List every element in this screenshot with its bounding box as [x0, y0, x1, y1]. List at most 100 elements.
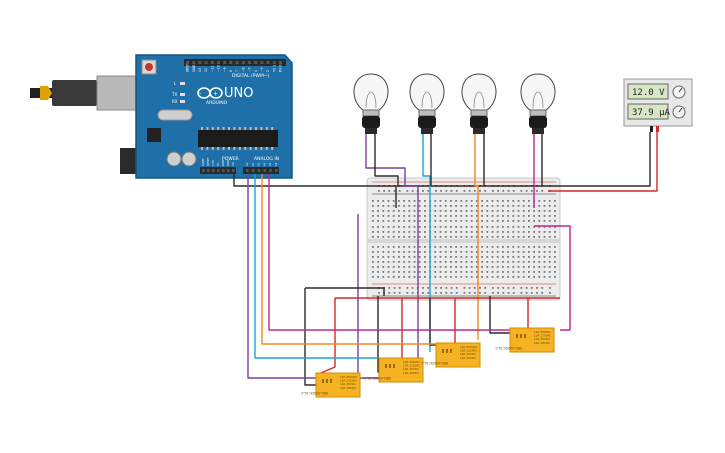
- power-label: POWER: [222, 156, 239, 162]
- digital-header-pins: [186, 61, 282, 64]
- digital-pin-label: 13: [198, 68, 202, 72]
- breadboard-holes: [372, 185, 556, 294]
- relay-rating-text: 10A 125VAC: [460, 349, 477, 353]
- status-leds: L TX RX: [171, 81, 185, 104]
- wire-black-bb-to-psu: [367, 132, 651, 187]
- atmega-chip: [198, 130, 278, 147]
- analog-label: ANALOG IN: [254, 156, 279, 162]
- capacitor-1: [166, 151, 182, 167]
- digital-pin-label: ~9: [223, 67, 227, 72]
- relay-rating-text: 10A 250VAC: [460, 345, 477, 349]
- breadboard-center-channel: [367, 239, 560, 243]
- power-pin-label: GND: [221, 160, 225, 166]
- relay-rating-text: 10A 125VAC: [340, 379, 357, 383]
- wire-red-to-relay1: [315, 298, 336, 376]
- analog-pin-label: A1: [251, 162, 255, 166]
- relay-rating-text: 10A 250VAC: [534, 330, 551, 334]
- capacitor-2: [181, 151, 197, 167]
- power-pin-label: 5V: [216, 162, 220, 166]
- voltage-readout: 12.0 V: [632, 88, 665, 98]
- reset-button-cap[interactable]: [145, 63, 153, 71]
- relay-rating-text: 10A 30VDC: [460, 352, 476, 356]
- light-bulb-2[interactable]: [409, 73, 445, 134]
- digital-header: [184, 59, 286, 66]
- relay-rating-text: 10A 28VDC: [403, 371, 419, 375]
- relay-rating-text: 10A 250VAC: [340, 375, 357, 379]
- voltage-display: [627, 83, 669, 100]
- light-bulb-4[interactable]: [520, 73, 556, 134]
- led-label-l: L: [174, 81, 177, 86]
- relay-rating-text: 10A 28VDC: [534, 341, 550, 345]
- digital-pin-label: TX 1: [272, 65, 276, 73]
- digital-pin-label: 8: [229, 70, 233, 72]
- arduino-logo: - +: [197, 87, 223, 99]
- bottom-header-pins: [202, 169, 278, 172]
- led-label-tx: TX: [171, 92, 177, 97]
- wire-bulb2-blue: [422, 134, 431, 208]
- usb-cable-tip: [40, 86, 52, 100]
- digital-pin-label: ~3: [260, 67, 264, 72]
- wire-bulb1-purple: [365, 134, 419, 210]
- analog-pin-label: A2: [257, 162, 261, 166]
- wire-black-arduino-gnd: [233, 174, 367, 187]
- board-maker: ARDUINO: [206, 100, 228, 106]
- power-supply[interactable]: 12.0 V 37.9 µA: [623, 78, 693, 132]
- svg-text:+: +: [213, 91, 218, 98]
- digital-pin-label: GND: [192, 64, 196, 72]
- led-label-rx: RX: [172, 99, 178, 104]
- crystal-oscillator: [157, 109, 193, 121]
- analog-pin-label: A3: [262, 162, 266, 166]
- psu-terminal-positive[interactable]: [656, 126, 659, 132]
- wire-magenta-bb-side: [534, 225, 571, 331]
- relay-model-text: SRD-05VDC-SL-C: [420, 361, 448, 365]
- wire-black-to-relay4: [489, 296, 510, 334]
- digital-pin-label: AREF: [186, 64, 190, 72]
- digital-pin-label: ~5: [248, 67, 252, 72]
- relay-rating-text: 10A 30VDC: [534, 337, 550, 341]
- current-display: [627, 103, 669, 120]
- digital-pin-label: RX 0: [279, 65, 283, 72]
- digital-pin-label: ~6: [241, 67, 245, 72]
- wire-purple-a0: [247, 174, 316, 379]
- wires: [233, 132, 658, 386]
- wire-black-bottom-rail: [305, 287, 385, 296]
- board-model: UNO: [224, 86, 253, 101]
- relay-rating-text: 10A 28VDC: [460, 356, 476, 360]
- digital-pin-label: ~10: [217, 65, 221, 72]
- light-bulb-3[interactable]: [461, 73, 497, 134]
- wire-bulb3-orange: [474, 134, 479, 215]
- power-pin-label: Vin: [231, 162, 235, 166]
- relay-model-text: SRD-05VDC-SL-C: [300, 391, 328, 395]
- analog-pin-label: A4: [268, 162, 272, 166]
- digital-pin-label: ~11: [210, 65, 214, 72]
- relay-rating-text: 10A 250VAC: [403, 360, 420, 364]
- wire-orange-a2: [261, 174, 436, 345]
- wire-bulb1-black: [374, 134, 399, 186]
- usb-chip: [147, 128, 161, 142]
- light-bulb-1[interactable]: [353, 73, 389, 134]
- relay-rating-text: 10A 125VAC: [534, 334, 551, 338]
- svg-text:-: -: [199, 90, 201, 97]
- psu-terminal-negative[interactable]: [650, 126, 653, 132]
- chip-pins: [201, 127, 274, 150]
- relay-rating-text: 10A 30VDC: [340, 382, 356, 386]
- power-pin-label: IOREF: [201, 158, 205, 166]
- power-pin-label: RESET: [206, 157, 210, 166]
- analog-pin-label: A0: [245, 162, 249, 166]
- relay-rating-text: 10A 125VAC: [403, 364, 420, 368]
- current-readout: 37.9 µA: [632, 108, 671, 118]
- analog-pin-label: A5: [274, 162, 278, 166]
- wire-magenta-a3: [268, 174, 510, 331]
- digital-pin-label: 2: [266, 70, 270, 72]
- breadboard[interactable]: [366, 177, 561, 301]
- relay-rating-text: 10A 30VDC: [403, 367, 419, 371]
- usb-plug: [52, 80, 97, 106]
- light-bulbs: [353, 73, 556, 134]
